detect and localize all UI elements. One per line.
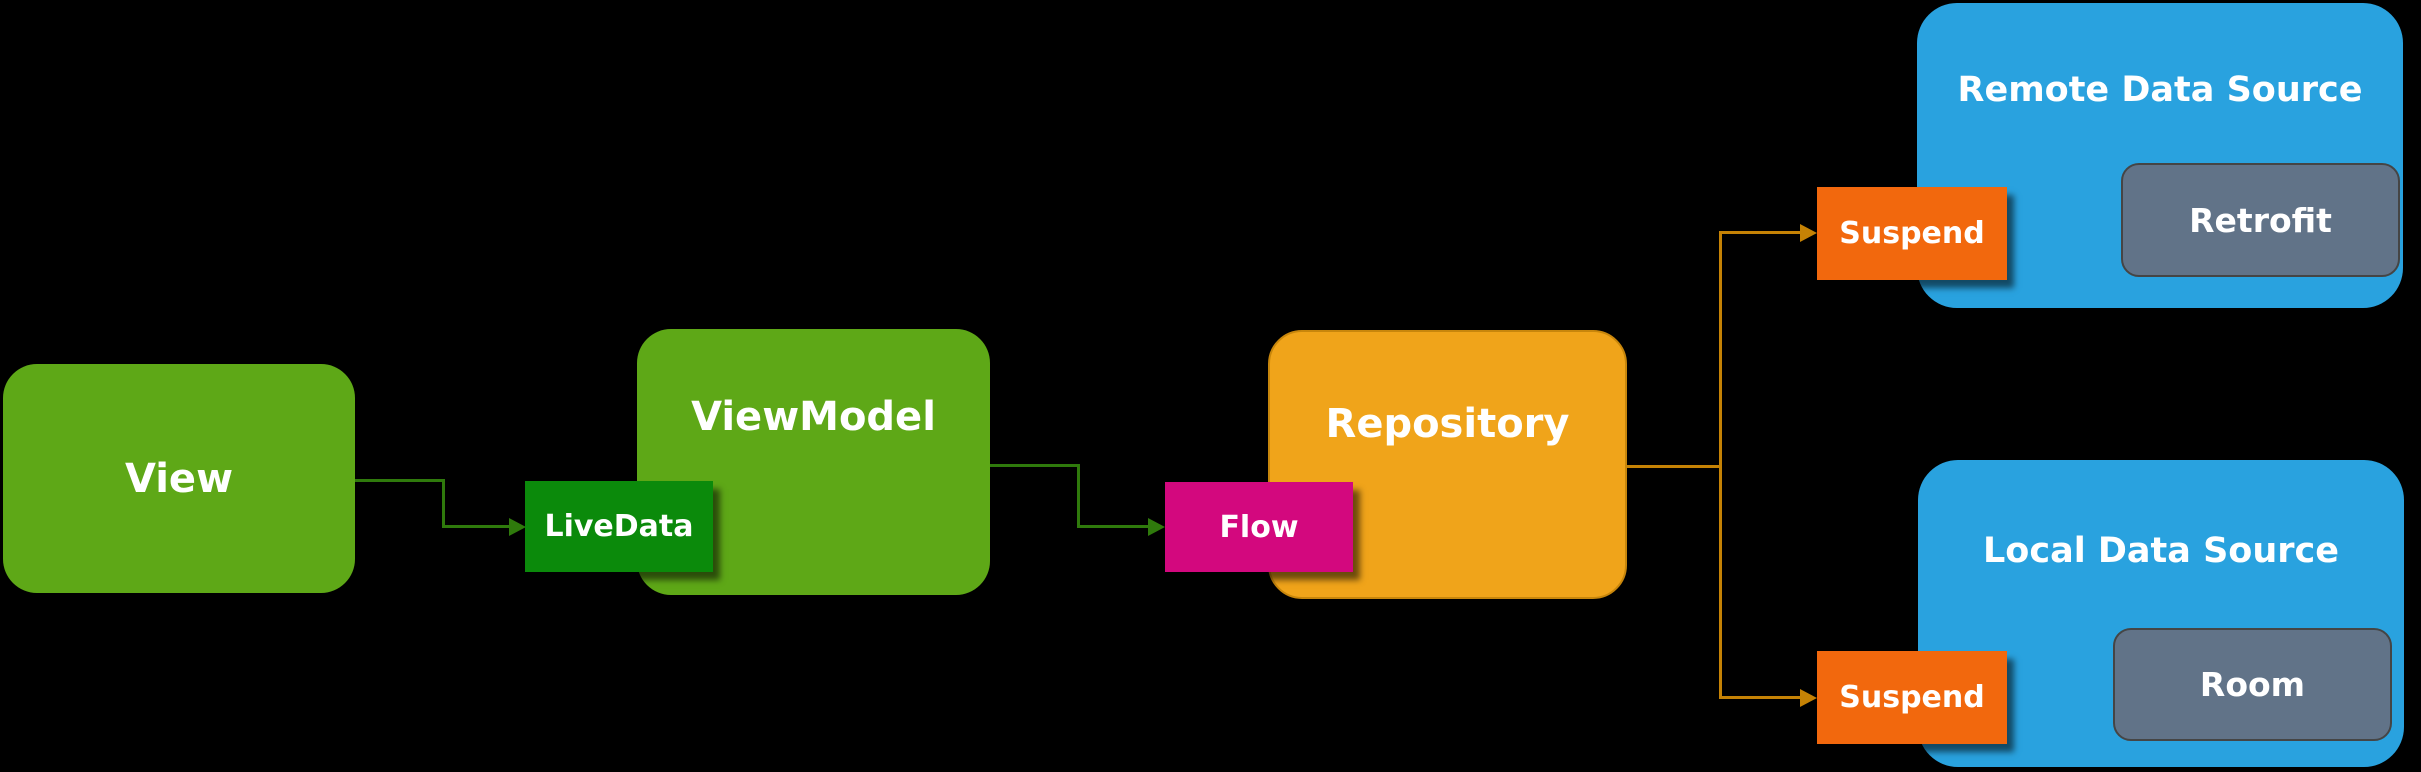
edge-repository-branch-seg-h: [1627, 465, 1722, 468]
flow-node: Flow: [1165, 482, 1353, 572]
edge-viewmodel-flow-arrowhead-icon: [1148, 518, 1165, 536]
retrofit-node: Retrofit: [2121, 163, 2400, 277]
edge-view-livedata-seg-h2: [442, 525, 509, 528]
edge-branch-suspend-bottom-arrowhead-icon: [1800, 689, 1817, 707]
viewmodel-node-label: ViewModel: [691, 394, 936, 440]
remote-data-source-label: Remote Data Source: [1957, 70, 2363, 110]
edge-repository-branch-seg-v: [1719, 231, 1722, 699]
edge-view-livedata-seg-v: [442, 479, 445, 528]
view-node-label: View: [124, 455, 234, 502]
retrofit-node-label: Retrofit: [2189, 200, 2332, 240]
view-node: View: [3, 364, 355, 593]
suspend-top-node: Suspend: [1817, 187, 2007, 280]
room-node-label: Room: [2199, 665, 2306, 704]
edge-viewmodel-flow-seg-v: [1077, 464, 1080, 528]
edge-branch-suspend-bottom-seg-h: [1719, 696, 1801, 699]
suspend-bottom-node: Suspend: [1817, 651, 2007, 744]
edge-branch-suspend-top-seg-h: [1719, 231, 1801, 234]
repository-node: Repository: [1268, 330, 1627, 599]
room-node: Room: [2113, 628, 2392, 741]
edge-branch-suspend-top-arrowhead-icon: [1800, 224, 1817, 242]
edge-view-livedata-seg-h1: [355, 479, 444, 482]
edge-view-livedata-arrowhead-icon: [509, 518, 526, 536]
flow-node-label: Flow: [1219, 509, 1299, 545]
repository-node-label: Repository: [1325, 401, 1570, 447]
livedata-node: LiveData: [525, 481, 713, 572]
local-data-source-label: Local Data Source: [1982, 531, 2339, 571]
suspend-bottom-node-label: Suspend: [1839, 680, 1985, 715]
edge-viewmodel-flow-seg-h1: [990, 464, 1080, 467]
edge-viewmodel-flow-seg-h2: [1077, 525, 1149, 528]
livedata-node-label: LiveData: [544, 509, 694, 544]
suspend-top-node-label: Suspend: [1839, 216, 1985, 251]
